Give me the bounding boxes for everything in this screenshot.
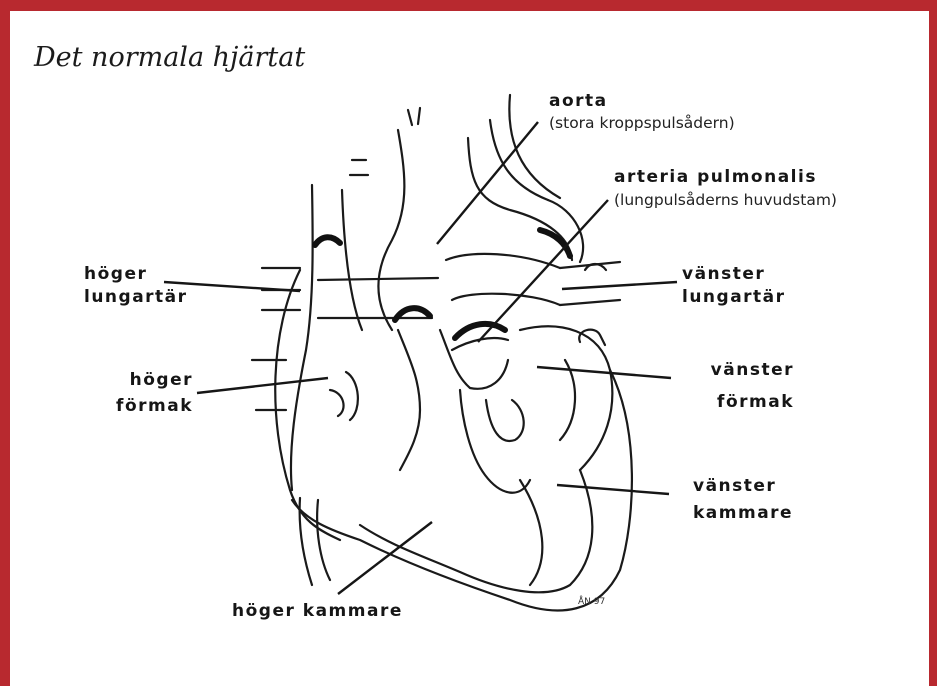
leader-hoger-kammare	[338, 522, 432, 594]
label-aorta: aorta	[549, 91, 608, 112]
artist-signature: ÅN 97	[578, 597, 605, 607]
label-hoger-formak-line2: förmak	[96, 396, 193, 417]
label-aorta-sub: (stora kroppspulsådern)	[549, 113, 735, 133]
leader-hoger-formak	[197, 378, 328, 393]
label-hoger-lungartar-line2: lungartär	[84, 287, 188, 308]
label-vanster-kammare-line1: vänster	[693, 476, 776, 497]
label-vanster-kammare-line2: kammare	[693, 503, 793, 524]
label-vanster-formak-line1: vänster	[666, 360, 794, 381]
label-vanster-formak-line2: förmak	[666, 392, 794, 413]
leader-vanster-lungartar	[562, 282, 677, 289]
aorta-outline	[378, 130, 404, 330]
vena-cava-outline	[291, 185, 313, 490]
label-arteria-pulmonalis-sub: (lungpulsåderns huvudstam)	[614, 190, 837, 210]
label-hoger-formak-line1: höger	[96, 370, 193, 391]
label-vanster-lungartar-line1: vänster	[682, 264, 765, 285]
label-vanster-lungartar-line2: lungartär	[682, 287, 786, 308]
leader-pulmonalis	[478, 200, 608, 342]
label-hoger-lungartar-line1: höger	[84, 264, 147, 285]
leader-vanster-formak	[537, 367, 671, 378]
left-atrium-outline	[520, 326, 612, 470]
leader-vanster-kammare	[557, 485, 669, 494]
label-hoger-kammare: höger kammare	[232, 601, 403, 622]
pulmonary-trunk-outline	[446, 254, 560, 268]
label-arteria-pulmonalis: arteria pulmonalis	[614, 167, 817, 188]
leader-aorta	[437, 122, 538, 244]
